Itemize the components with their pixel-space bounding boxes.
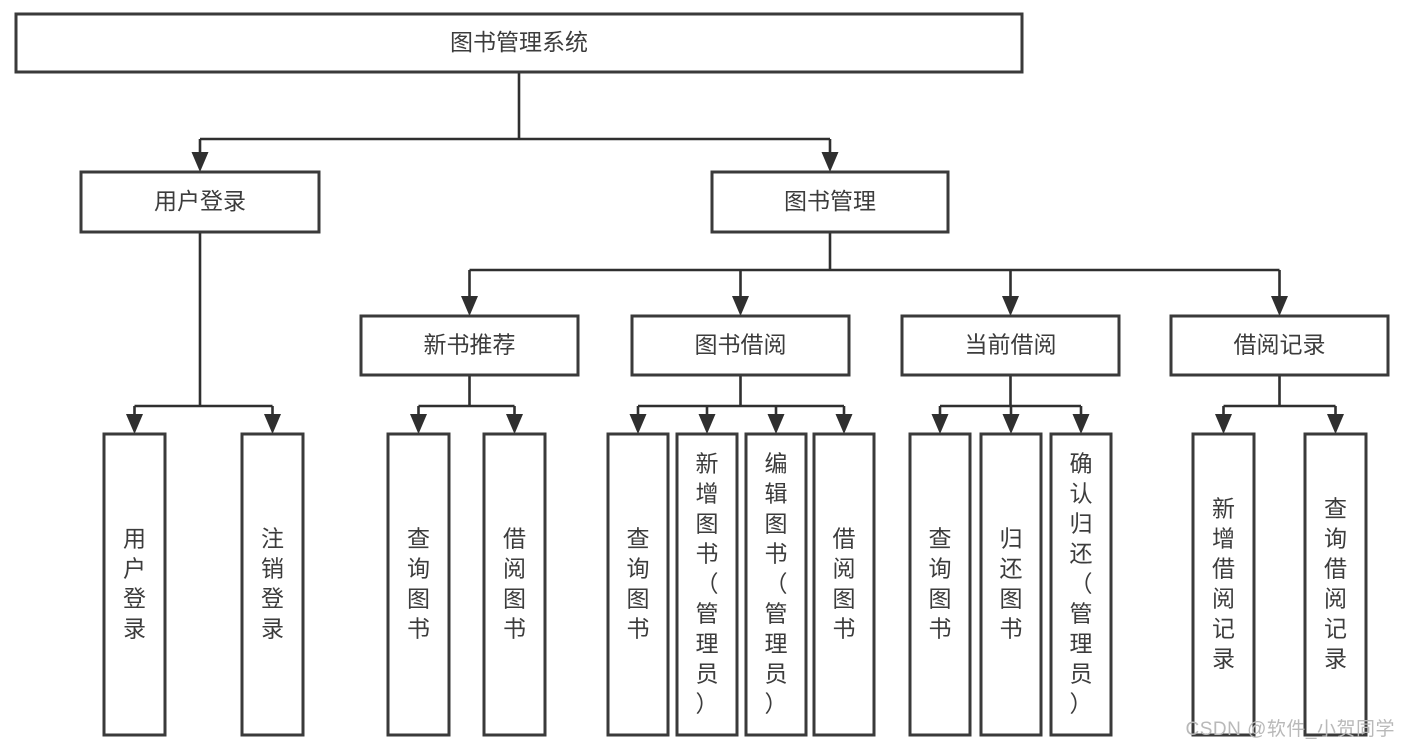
node-book-management[interactable]: 图书管理 [710,170,950,234]
node-box [900,314,1121,377]
connector-arrow [506,414,523,434]
node-box [1303,432,1368,737]
node-label: 图书管理系统 [450,29,588,55]
node-new-book-recommend[interactable]: 新书推荐 [359,314,580,377]
connector-arrow [1327,414,1344,434]
node-label: 编辑图书（管理员） [765,451,788,717]
connector-arrow [629,414,647,434]
connector-layer [126,72,1344,434]
node-label: 查询借阅记录 [1324,496,1347,672]
node-leaf-query-book-3[interactable]: 查询图书 [908,432,972,737]
node-label: 查询图书 [407,526,430,642]
node-current-borrow[interactable]: 当前借阅 [900,314,1121,377]
node-leaf-return-book[interactable]: 归还图书 [979,432,1043,737]
connector-arrow [1002,414,1020,434]
connector-arrow [821,152,839,172]
node-user-login[interactable]: 用户登录 [79,170,321,234]
connector-arrow [1002,296,1019,316]
node-label: 用户登录 [123,526,146,642]
connector-arrow [126,414,143,434]
node-label: 借阅图书 [503,526,526,642]
node-box [979,432,1043,737]
node-box [710,170,950,234]
node-label: 图书借阅 [695,332,787,358]
node-label: 图书管理 [784,188,876,214]
node-box [102,432,167,737]
node-box [386,432,451,737]
node-root[interactable]: 图书管理系统 [14,12,1024,74]
node-label: 新书推荐 [424,332,516,358]
connector-arrow [931,414,949,434]
node-layer: 图书管理系统用户登录用户登录注销登录图书管理新书推荐查询图书借阅图书图书借阅查询… [14,12,1390,737]
node-borrow-record[interactable]: 借阅记录 [1169,314,1390,377]
node-label: 新增图书（管理员） [696,451,719,717]
node-label: 用户登录 [154,188,246,214]
node-box [812,432,876,737]
node-box [908,432,972,737]
node-leaf-query-borrow-record[interactable]: 查询借阅记录 [1303,432,1368,737]
node-box [1169,314,1390,377]
node-box [744,432,808,737]
connector-arrow [461,296,478,316]
node-label: 查询图书 [627,526,650,642]
node-leaf-borrow-book-1[interactable]: 借阅图书 [482,432,547,737]
node-box [1049,432,1113,737]
node-box [1191,432,1256,737]
connector-arrow [732,296,749,316]
node-label: 当前借阅 [965,332,1057,358]
node-leaf-confirm-return[interactable]: 确认归还（管理员） [1049,432,1113,737]
node-label: 新增借阅记录 [1212,496,1235,672]
node-label: 查询图书 [929,526,952,642]
connector-arrow [264,414,281,434]
node-leaf-query-book-2[interactable]: 查询图书 [606,432,670,737]
node-box [606,432,670,737]
node-box [14,12,1024,74]
node-box [240,432,305,737]
node-leaf-borrow-book-2[interactable]: 借阅图书 [812,432,876,737]
connector-arrow [191,152,209,172]
node-leaf-edit-book[interactable]: 编辑图书（管理员） [744,432,808,737]
node-label: 确认归还（管理员） [1070,451,1093,717]
node-leaf-add-borrow-record[interactable]: 新增借阅记录 [1191,432,1256,737]
connector-arrow [410,414,427,434]
connector-arrow [698,414,716,434]
connector-arrow [1215,414,1232,434]
node-leaf-add-book[interactable]: 新增图书（管理员） [675,432,739,737]
connector-arrow [767,414,785,434]
node-label: 归还图书 [1000,526,1023,642]
node-box [359,314,580,377]
connector-arrow [1271,296,1288,316]
connector-arrow [1072,414,1090,434]
node-label: 借阅记录 [1234,332,1326,358]
node-book-borrow[interactable]: 图书借阅 [630,314,851,377]
node-box [79,170,321,234]
node-leaf-user-logout[interactable]: 注销登录 [240,432,305,737]
node-label: 借阅图书 [833,526,856,642]
connector-arrow [835,414,853,434]
node-box [482,432,547,737]
node-box [630,314,851,377]
node-label: 注销登录 [261,526,284,642]
node-box [675,432,739,737]
node-leaf-query-book-1[interactable]: 查询图书 [386,432,451,737]
csdn-watermark: CSDN @软件_小贺同学 [1185,719,1395,740]
node-leaf-user-login[interactable]: 用户登录 [102,432,167,737]
